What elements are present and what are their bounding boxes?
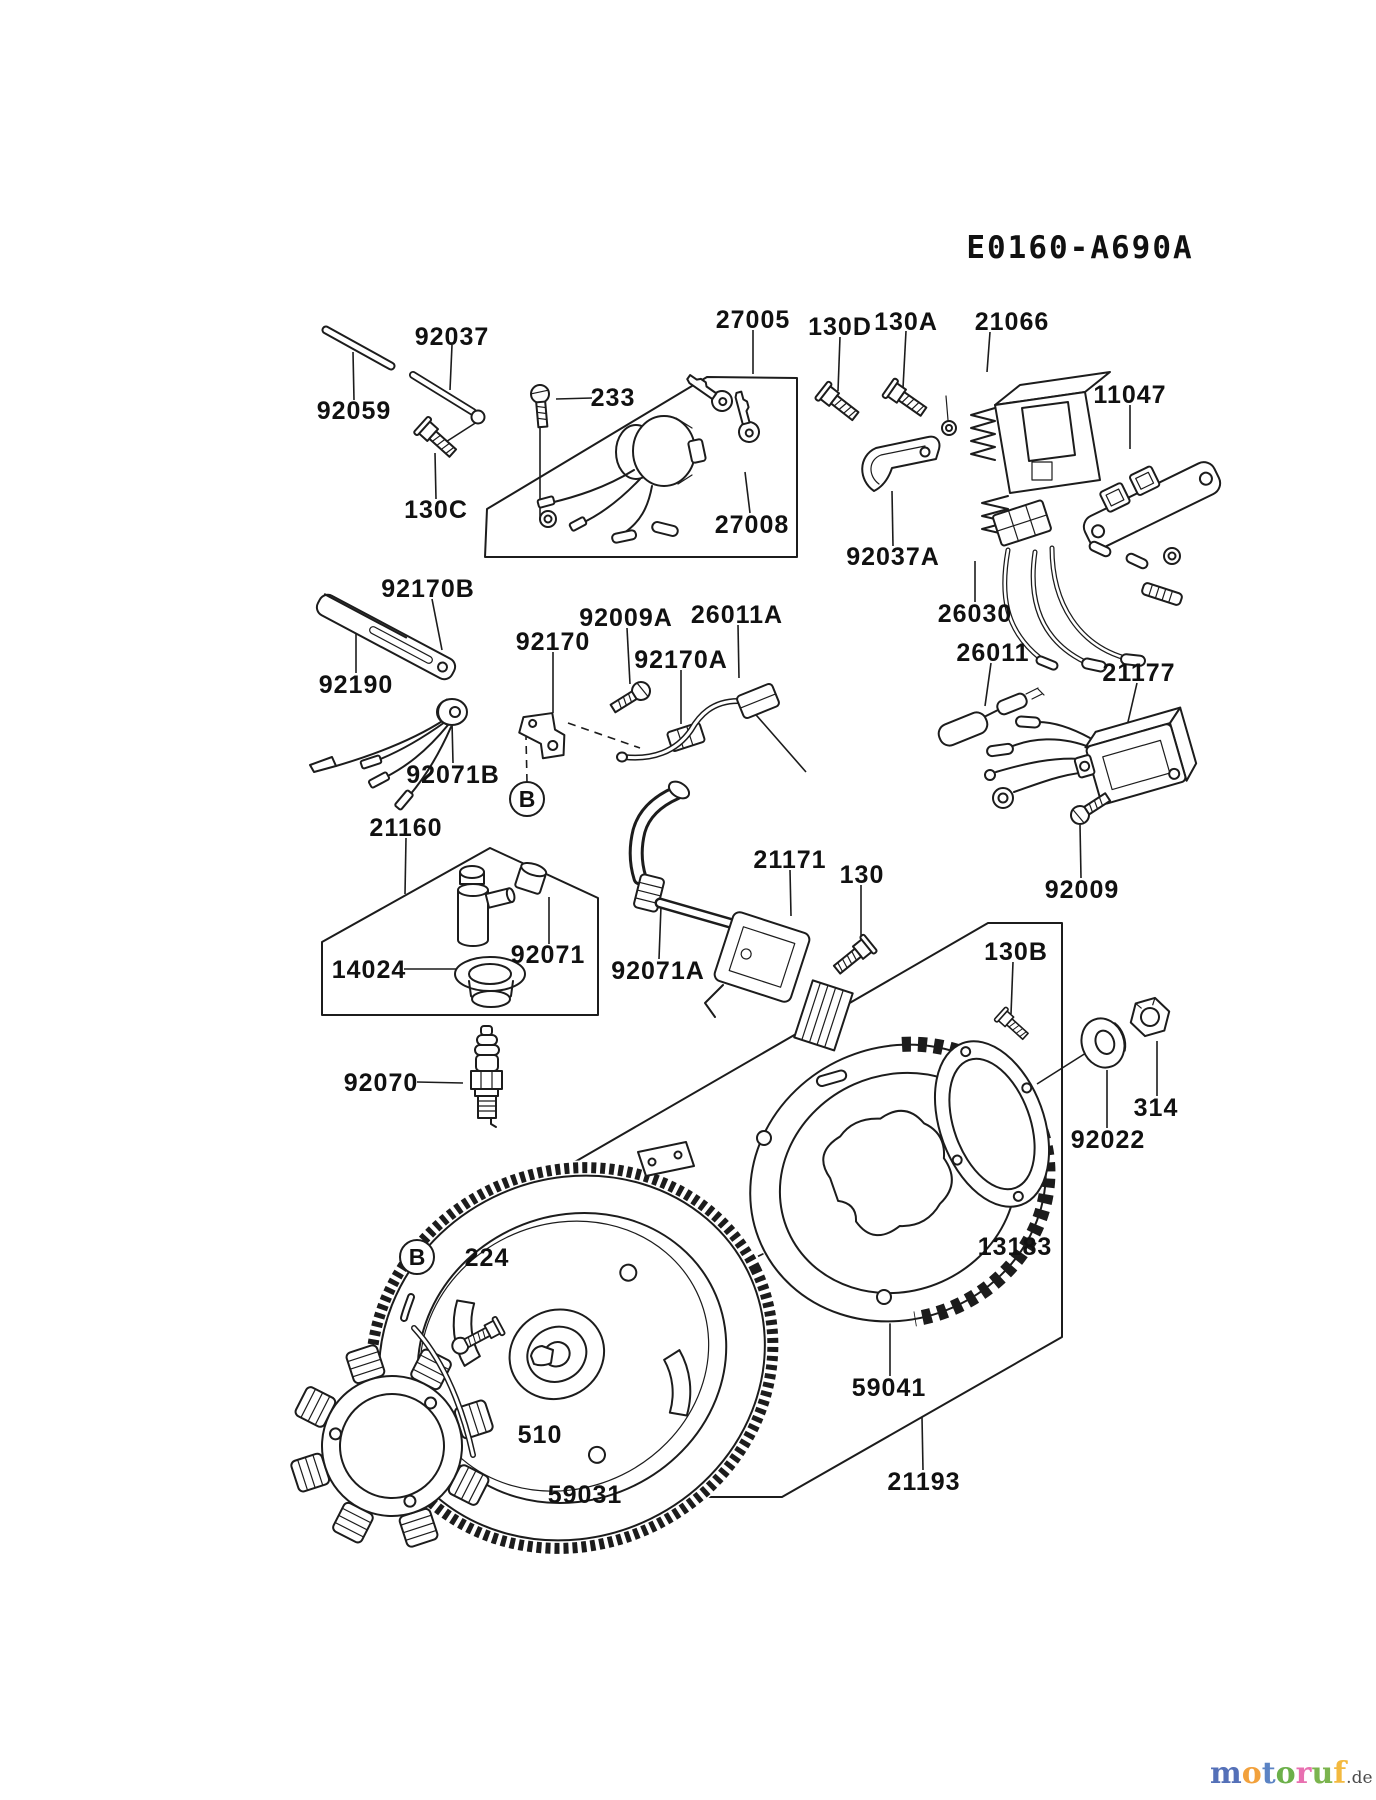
part-label-92037A: 92037A bbox=[846, 543, 940, 571]
part-label-92071B: 92071B bbox=[406, 761, 500, 789]
watermark-letter: o bbox=[1241, 1756, 1262, 1791]
ignition-switch-27005 bbox=[536, 415, 707, 544]
cap-14024 bbox=[454, 956, 526, 1008]
part-label-92059: 92059 bbox=[317, 397, 392, 425]
ring-gear-flywheel bbox=[363, 1160, 781, 1556]
woodruff-key-510 bbox=[530, 1345, 554, 1367]
clamp-92037a bbox=[861, 435, 941, 492]
part-label-130D: 130D bbox=[808, 313, 872, 341]
stator-59031 bbox=[290, 1344, 494, 1548]
spark-plug-cap-box bbox=[321, 847, 599, 1016]
spark-plug-92070 bbox=[470, 1025, 503, 1128]
part-label-21193: 21193 bbox=[887, 1468, 960, 1496]
plug-wire-92071a bbox=[628, 780, 753, 934]
blade-92190 bbox=[315, 593, 457, 681]
screw-92009a bbox=[607, 677, 655, 718]
washer-92022 bbox=[1080, 1017, 1127, 1069]
part-label-27005: 27005 bbox=[716, 306, 791, 334]
part-label-13183: 13183 bbox=[978, 1233, 1053, 1261]
ignition-coil-21171 bbox=[704, 911, 854, 1052]
lead-26011a bbox=[616, 682, 780, 763]
ring-plate-13183 bbox=[933, 1040, 1051, 1208]
part-label-92190: 92190 bbox=[319, 671, 394, 699]
part-label-21160: 21160 bbox=[369, 814, 442, 842]
part-label-27008: 27008 bbox=[715, 511, 790, 539]
part-label-92070: 92070 bbox=[344, 1069, 419, 1097]
callout-circle-B-1 bbox=[399, 1239, 435, 1275]
part-label-26011: 26011 bbox=[956, 639, 1029, 667]
harness-26030 bbox=[992, 499, 1183, 673]
callout-letter-B-0: B bbox=[519, 786, 536, 812]
part-label-11047: 11047 bbox=[1093, 381, 1166, 409]
plug-cap-21160-parts bbox=[457, 861, 548, 947]
cable-26011 bbox=[937, 687, 1045, 747]
part-label-92170: 92170 bbox=[516, 628, 591, 656]
part-label-130: 130 bbox=[840, 861, 885, 889]
part-label-224: 224 bbox=[465, 1244, 510, 1272]
grommet-92071 bbox=[514, 861, 548, 895]
diagram-code: E0160-A690A bbox=[966, 230, 1193, 266]
part-label-510: 510 bbox=[518, 1421, 563, 1449]
part-label-26030: 26030 bbox=[938, 600, 1013, 628]
ignition-switch-box bbox=[484, 376, 798, 558]
watermark-letter: t bbox=[1261, 1756, 1276, 1791]
nut-314 bbox=[1129, 996, 1171, 1038]
part-label-59041: 59041 bbox=[852, 1374, 927, 1402]
screw-233 bbox=[529, 383, 553, 429]
watermark-letter: f bbox=[1333, 1756, 1347, 1791]
part-label-59031: 59031 bbox=[548, 1481, 623, 1509]
flywheel-top-bracket bbox=[637, 1141, 695, 1177]
igniter-21177 bbox=[984, 706, 1198, 809]
part-label-21177: 21177 bbox=[1102, 659, 1175, 687]
watermark-letter: m bbox=[1210, 1756, 1242, 1791]
rod-92059 bbox=[321, 325, 396, 371]
regulator-21066 bbox=[941, 371, 1111, 536]
watermark-letter: r bbox=[1295, 1756, 1312, 1791]
part-label-14024: 14024 bbox=[332, 956, 407, 984]
part-label-130B: 130B bbox=[984, 938, 1048, 966]
part-label-314: 314 bbox=[1134, 1094, 1179, 1122]
watermark-logo: motoruf.de bbox=[1210, 1756, 1373, 1791]
plate-11047 bbox=[1082, 461, 1222, 549]
rod-92037 bbox=[409, 371, 486, 425]
part-label-21171: 21171 bbox=[753, 846, 826, 874]
stator-lead-wire bbox=[400, 1293, 476, 1458]
bracket-92170 bbox=[518, 712, 566, 760]
part-label-233: 233 bbox=[591, 384, 636, 412]
part-label-26011A: 26011A bbox=[691, 601, 783, 629]
callout-letter-B-1: B bbox=[409, 1244, 426, 1270]
part-label-92071: 92071 bbox=[511, 941, 586, 969]
bolt-130a bbox=[880, 376, 931, 422]
bolt-130 bbox=[829, 933, 879, 980]
part-label-130C: 130C bbox=[404, 496, 468, 524]
watermark-letter: u bbox=[1311, 1756, 1334, 1791]
bolt-130c bbox=[412, 415, 462, 463]
flywheel-hole bbox=[876, 1289, 892, 1305]
keys-27008 bbox=[681, 368, 763, 446]
part-label-92170B: 92170B bbox=[381, 575, 475, 603]
flywheel-hole bbox=[756, 1130, 772, 1146]
part-label-92170A: 92170A bbox=[634, 646, 728, 674]
callouts-layer: BB bbox=[399, 781, 545, 1275]
bolt-130b bbox=[993, 1005, 1033, 1044]
grommet-92071b bbox=[309, 698, 468, 811]
part-label-21066: 21066 bbox=[975, 308, 1050, 336]
screw-92009 bbox=[1066, 788, 1114, 829]
watermark-suffix: .de bbox=[1346, 1768, 1373, 1788]
part-label-92022: 92022 bbox=[1071, 1126, 1146, 1154]
callout-circle-B-0 bbox=[509, 781, 545, 817]
part-label-92071A: 92071A bbox=[611, 957, 705, 985]
watermark-letter: o bbox=[1275, 1756, 1296, 1791]
part-label-130A: 130A bbox=[874, 308, 938, 336]
part-label-92009A: 92009A bbox=[579, 604, 673, 632]
part-label-92037: 92037 bbox=[415, 323, 490, 351]
part-label-92009: 92009 bbox=[1045, 876, 1120, 904]
